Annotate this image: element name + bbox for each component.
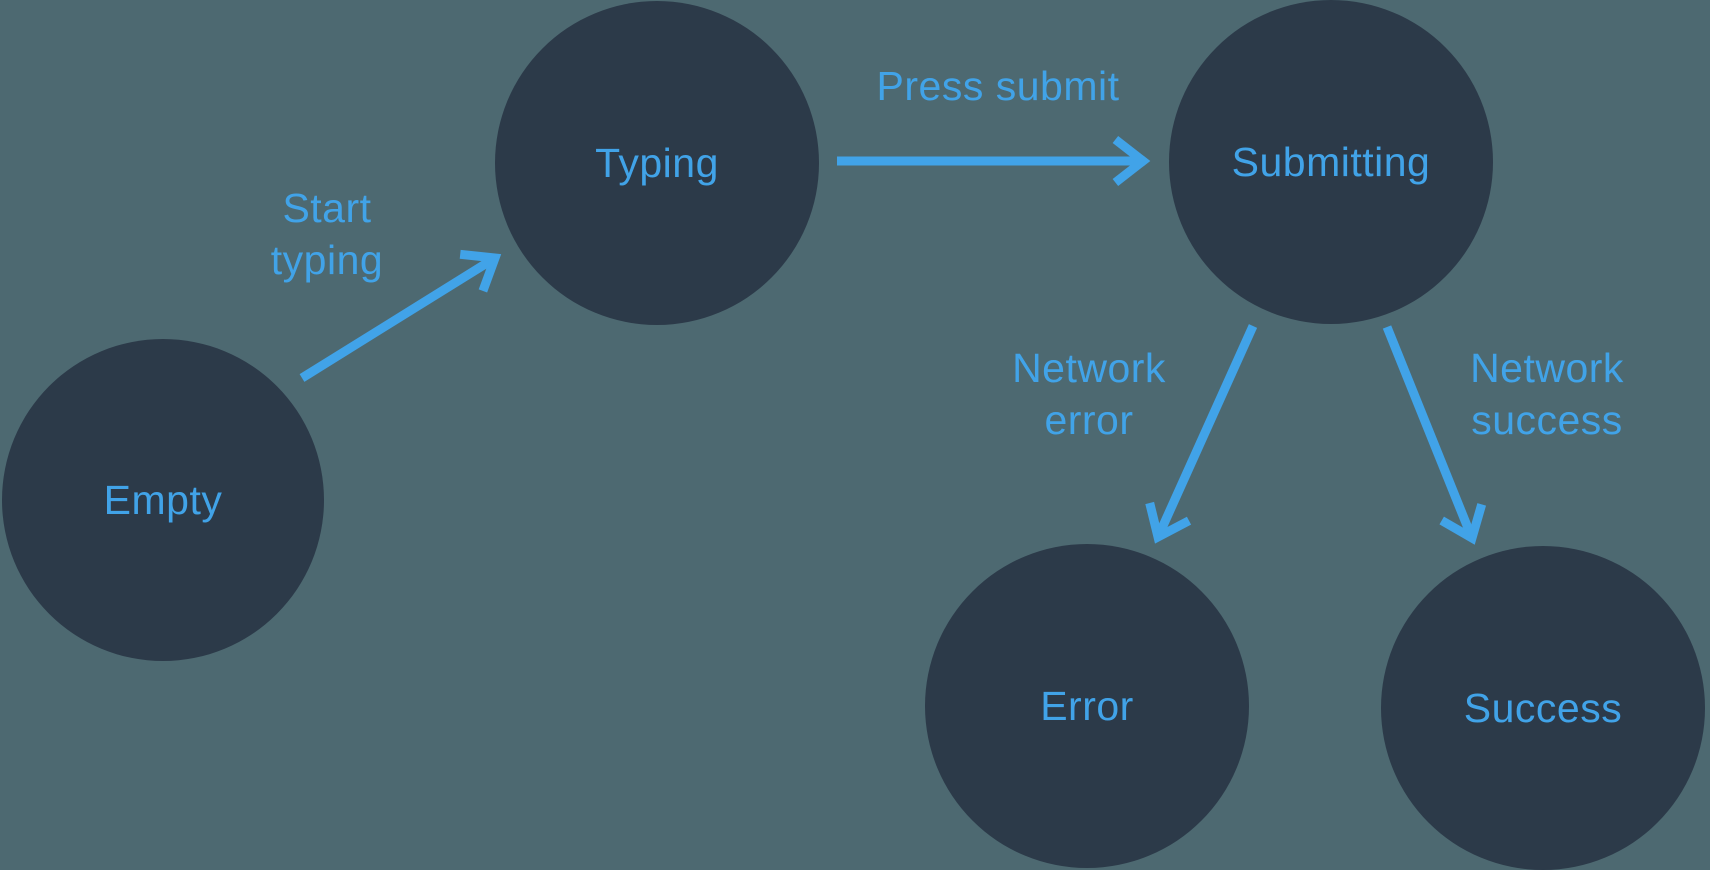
edge-label-start-typing: Start typing [271, 182, 383, 286]
edge-label-start-typing-line2: typing [270, 237, 384, 283]
state-node-success: Success [1381, 546, 1705, 870]
state-label-error: Error [1040, 682, 1134, 729]
arrow-network-success [1382, 325, 1487, 545]
state-label-submitting: Submitting [1231, 138, 1431, 185]
edge-label-press-submit-line1: Press submit [876, 63, 1120, 109]
state-node-typing: Typing [495, 1, 819, 325]
arrow-press-submit [837, 135, 1151, 187]
state-node-empty: Empty [2, 339, 324, 661]
state-label-success: Success [1463, 684, 1623, 731]
state-label-typing: Typing [595, 139, 719, 186]
edge-label-network-error-line2: error [1044, 397, 1134, 443]
arrow-network-error [1145, 324, 1258, 544]
edge-label-press-submit: Press submit [877, 60, 1120, 112]
arrow-start-typing [299, 249, 502, 382]
edge-label-start-typing-line1: Start [282, 185, 372, 231]
state-label-empty: Empty [103, 476, 223, 523]
edge-label-network-error-line1: Network [1012, 345, 1166, 391]
edge-label-network-success-line1: Network [1470, 345, 1624, 391]
state-node-error: Error [925, 544, 1249, 868]
state-node-submitting: Submitting [1169, 0, 1493, 324]
edge-label-network-error: Network error [1012, 342, 1166, 446]
edge-label-network-success: Network success [1470, 342, 1624, 446]
edge-label-network-success-line2: success [1471, 397, 1623, 443]
